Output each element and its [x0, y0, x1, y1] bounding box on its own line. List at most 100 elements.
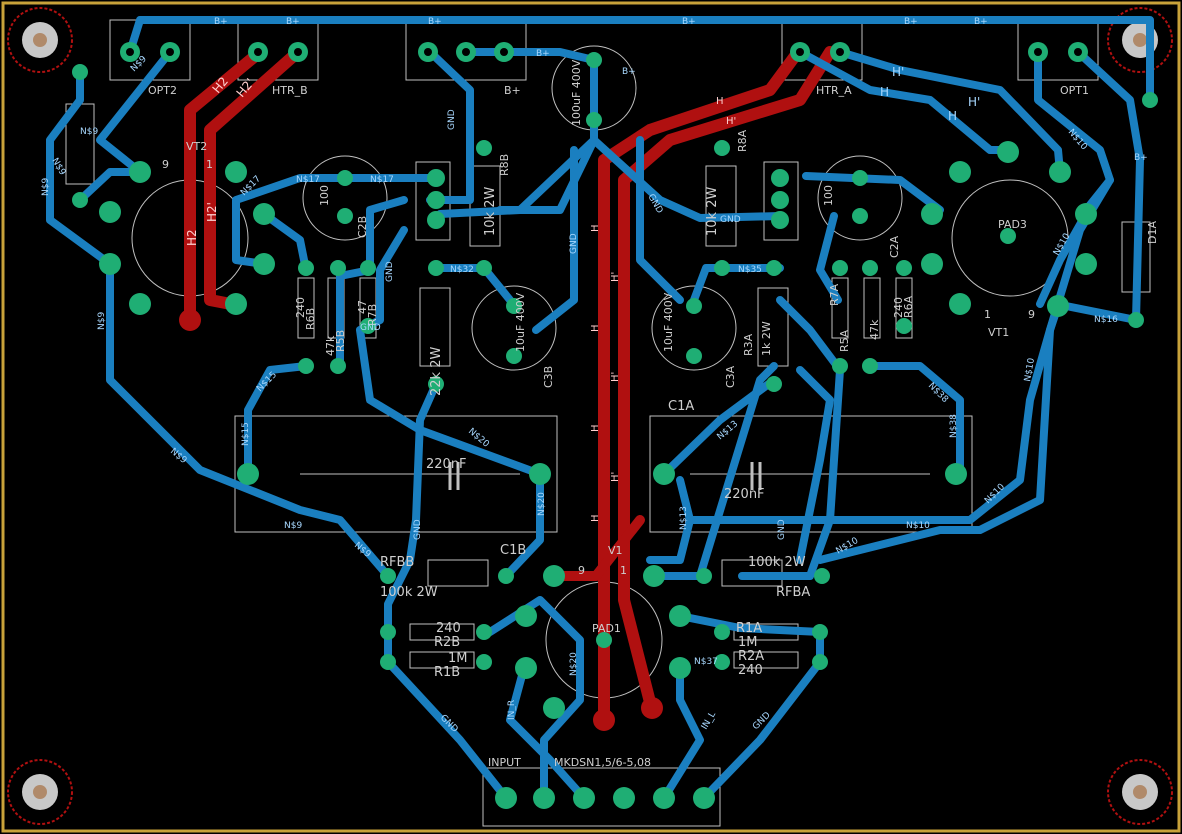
label-r2a-value: 240 — [738, 663, 763, 678]
label-r5-value-right: 47k — [868, 319, 881, 340]
pad-htrb-1 — [248, 42, 268, 62]
net-label-n17-2: N$17 — [370, 175, 394, 185]
net-label-n39-2: N$9 — [80, 127, 98, 137]
net-label-n32: N$32 — [450, 265, 474, 275]
net-label-n39-5: N$9 — [97, 312, 107, 330]
net-label-h2p-1: H2' — [205, 202, 219, 222]
label-r5a: R5A — [838, 329, 851, 352]
pad-opt2-2 — [160, 42, 180, 62]
net-label-n20-3: N$20 — [569, 652, 579, 676]
label-cap-small-right: 100 — [822, 185, 835, 206]
label-v1-pin1: 1 — [620, 564, 627, 577]
label-htr-b: HTR_B — [272, 84, 308, 97]
label-mkdsn: MKDSN1,5/6-5,08 — [554, 756, 651, 769]
mounting-hole-bottom-right — [1107, 759, 1173, 825]
net-label-n17-1: N$17 — [296, 175, 320, 185]
pad-bplus-3 — [494, 42, 514, 62]
net-label-h-4: H — [590, 514, 601, 522]
label-cap-right: 220nF — [724, 487, 765, 502]
bottom-copper-traces — [184, 46, 836, 726]
net-label-bplus-8: B+ — [536, 49, 550, 59]
label-r6b: R6B — [304, 308, 317, 330]
pad-opt2-1 — [120, 42, 140, 62]
label-r7-value-left: 47 — [356, 300, 369, 314]
net-label-gnd-8: GND — [645, 193, 664, 216]
pad-bplus-2 — [456, 42, 476, 62]
net-label-gnd-3: GND — [385, 261, 395, 282]
net-label-gnd-6: GND — [777, 519, 787, 540]
net-label-bplus-9: B+ — [622, 67, 636, 77]
label-vt1-pin9: 9 — [1028, 308, 1035, 321]
net-label-hp-2: H' — [610, 372, 621, 382]
label-pad1: PAD1 — [592, 622, 621, 635]
net-label-n15: N$15 — [241, 422, 251, 446]
net-label-bplus-3: B+ — [428, 17, 442, 27]
label-r5b: R5B — [334, 330, 347, 352]
pad-htrb-2 — [288, 42, 308, 62]
label-r3a-value: 1k 2W — [760, 321, 773, 356]
label-vt2: VT2 — [186, 140, 207, 153]
label-rfbb: RFBB — [380, 555, 414, 570]
net-label-h-7: H — [948, 109, 957, 123]
label-c3a: C3A — [724, 365, 737, 388]
label-v1: V1 — [608, 544, 623, 557]
label-r8b: R8B — [498, 154, 511, 176]
label-r3a: R3A — [742, 333, 755, 356]
label-bplus-conn: B+ — [504, 84, 521, 97]
mounting-hole-bottom-left — [7, 759, 73, 825]
label-opt1: OPT1 — [1060, 84, 1089, 97]
label-d1a: D1A — [1146, 221, 1159, 244]
pad-opt1-2 — [1068, 42, 1088, 62]
net-label-in-r: IN_R — [507, 700, 517, 720]
label-rfbb-value: 100k 2W — [380, 585, 438, 600]
net-label-h-2: H — [590, 324, 601, 332]
net-label-n39-6: N$9 — [168, 447, 189, 467]
net-label-gnd-2: GND — [569, 233, 579, 254]
net-label-hp-4: H' — [726, 116, 736, 127]
mounting-hole-top-left — [7, 7, 73, 73]
label-cap-left: 220nF — [426, 457, 467, 472]
net-label-hp-6: H' — [968, 95, 980, 109]
net-label-h-6: H — [880, 85, 889, 99]
pad-htra-1 — [790, 42, 810, 62]
net-label-gnd-7: GND — [720, 215, 741, 225]
label-r1a-value: 1M — [738, 635, 758, 650]
net-label-bplus-1: B+ — [214, 17, 228, 27]
label-r8a-value: 10k 2W — [705, 187, 720, 236]
label-c3a-value: 10uF 400V — [662, 292, 675, 352]
net-label-n20-2: N$20 — [537, 492, 547, 516]
net-label-h-3: H — [590, 424, 601, 432]
label-r6-value-right: 240 — [892, 297, 905, 318]
label-c4-value: 100uF 400V — [570, 59, 583, 126]
net-label-h-5: H — [716, 96, 724, 107]
net-label-n38: N$38 — [949, 414, 959, 438]
label-r3b-value: 22k 2W — [429, 347, 444, 396]
label-r1b: R1B — [434, 665, 460, 680]
label-pad3: PAD3 — [998, 218, 1027, 231]
label-r8a: R8A — [736, 129, 749, 152]
label-r6-value-left: 240 — [294, 297, 307, 318]
label-cap-small-left: 100 — [318, 185, 331, 206]
pad-bplus-1 — [418, 42, 438, 62]
net-label-bplus-2: B+ — [286, 17, 300, 27]
net-label-n39-7: N$9 — [284, 521, 302, 531]
label-r1a: R1A — [736, 621, 762, 636]
label-rfba: RFBA — [776, 585, 810, 600]
net-label-hp-1: H' — [610, 272, 621, 282]
label-r5-value-left: 47k — [324, 335, 337, 356]
net-label-in-l: IN_L — [700, 710, 718, 731]
net-label-h2-1: H2 — [185, 229, 199, 246]
label-vt1-pin1: 1 — [984, 308, 991, 321]
net-label-hp-5: H' — [892, 65, 904, 79]
label-c3b-value: 10uF 400V — [514, 292, 527, 352]
label-vt2-pin9: 9 — [162, 158, 169, 171]
label-c1b: C1B — [500, 543, 526, 558]
net-label-n16: N$16 — [1094, 315, 1118, 325]
label-vt2-pin1: 1 — [206, 158, 213, 171]
label-input: INPUT — [488, 756, 521, 769]
label-rfba-value: 100k 2W — [748, 555, 806, 570]
net-label-n15-2: N$15 — [255, 370, 279, 394]
label-v1-pin9: 9 — [578, 564, 585, 577]
